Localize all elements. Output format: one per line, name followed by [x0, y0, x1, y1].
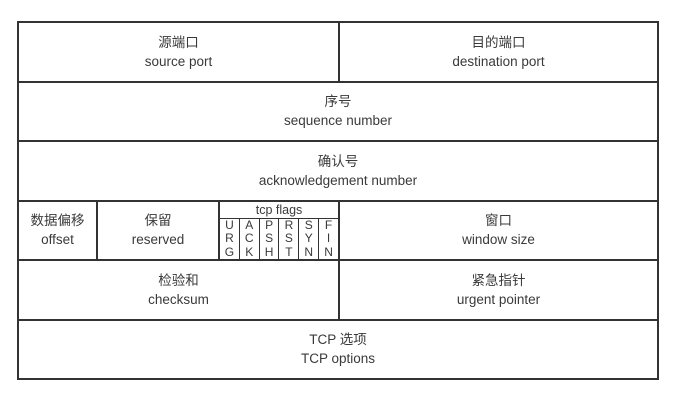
cell-destination-port: 目的端口 destination port	[338, 23, 657, 81]
window-size-label-zh: 窗口	[485, 213, 512, 229]
sequence-number-label-en: sequence number	[283, 113, 393, 129]
row-acknowledgement-number: 确认号 acknowledgement number	[19, 140, 657, 200]
cell-window-size: 窗口 window size	[338, 201, 657, 259]
sequence-number-label-zh: 序号	[324, 94, 352, 110]
row-sequence-number: 序号 sequence number	[19, 80, 657, 141]
source-port-label-en: source port	[144, 53, 213, 69]
tcp-flags-title: tcp flags	[220, 202, 338, 219]
checksum-label-en: checksum	[148, 291, 209, 307]
cell-sequence-number: 序号 sequence number	[19, 83, 657, 141]
row-checksum-urgent: 检验和 checksum 紧急指针 urgent pointer	[19, 259, 657, 319]
acknowledgement-number-label-en: acknowledgement number	[258, 172, 418, 188]
acknowledgement-number-label-zh: 确认号	[317, 153, 359, 169]
cell-data-offset: 数据偏移 offset	[19, 202, 96, 260]
destination-port-label-zh: 目的端口	[471, 34, 526, 50]
row-ports: 源端口 source port 目的端口 destination port	[19, 23, 657, 81]
reserved-label-en: reserved	[131, 232, 185, 248]
data-offset-label-en: offset	[41, 232, 74, 248]
row-tcp-options: TCP 选项 TCP options	[19, 318, 657, 379]
cell-tcp-options: TCP 选项 TCP options	[19, 321, 657, 379]
tcp-options-label-zh: TCP 选项	[309, 332, 367, 348]
cell-source-port: 源端口 source port	[19, 23, 338, 81]
cell-acknowledgement-number: 确认号 acknowledgement number	[19, 142, 657, 200]
reserved-label-zh: 保留	[144, 213, 172, 229]
source-port-label-zh: 源端口	[158, 34, 199, 50]
checksum-label-zh: 检验和	[158, 272, 199, 288]
cell-checksum: 检验和 checksum	[19, 261, 338, 319]
data-offset-label-zh: 数据偏移	[30, 213, 85, 229]
window-size-label-en: window size	[462, 232, 535, 248]
urgent-pointer-label-zh: 紧急指针	[471, 272, 526, 288]
cell-reserved: 保留 reserved	[96, 201, 218, 259]
tcp-options-label-en: TCP options	[300, 351, 376, 367]
destination-port-label-en: destination port	[452, 53, 545, 69]
cell-urgent-pointer: 紧急指针 urgent pointer	[338, 261, 657, 319]
urgent-pointer-label-en: urgent pointer	[456, 291, 541, 307]
tcp-header-table: 源端口 source port 目的端口 destination port 序号…	[17, 21, 659, 380]
